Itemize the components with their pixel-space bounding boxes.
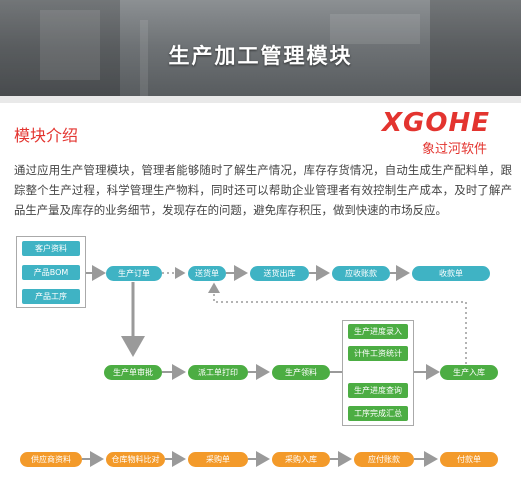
banner-strip [0, 96, 521, 103]
process-flow-diagram: 客户资料 产品BOM 产品工序 生产订单 送货单 送货出库 应收账款 收款单 生… [0, 226, 521, 486]
company-logo: XGOHE [382, 108, 491, 138]
source-product-process: 产品工序 [22, 289, 80, 304]
node-order-approval: 生产单审批 [104, 365, 162, 380]
section-title: 模块介绍 [14, 126, 79, 145]
node-purchase-inbound: 采购入库 [272, 452, 330, 467]
node-progress-query: 生产进度查询 [348, 383, 408, 398]
node-purchase-order: 采购单 [188, 452, 248, 467]
banner-pillar [140, 20, 148, 96]
node-piecework-wage: 计件工资统计 [348, 346, 408, 361]
node-dispatch-print: 派工单打印 [188, 365, 248, 380]
company-name: 象过河软件 [422, 142, 488, 157]
flow-connectors [82, 265, 467, 467]
node-accounts-receivable: 应收账款 [332, 266, 390, 281]
banner-machine-right [330, 14, 420, 44]
node-progress-entry: 生产进度录入 [348, 324, 408, 339]
source-customer-data: 客户资料 [22, 241, 80, 256]
node-payment-note: 付款单 [440, 452, 498, 467]
node-supplier-data: 供应商资料 [20, 452, 82, 467]
node-receipt-note: 收款单 [412, 266, 490, 281]
module-description: 通过应用生产管理模块，管理者能够随时了解生产情况，库存存货情况，自动生成生产配料… [14, 163, 512, 217]
node-production-order: 生产订单 [106, 266, 162, 281]
banner-shade-right [430, 0, 521, 103]
node-stock-comparison: 仓库物料比对 [106, 452, 165, 467]
dotted-warehousing-to-delivery [208, 282, 467, 364]
node-delivery-note: 送货单 [188, 266, 226, 281]
node-process-summary: 工序完成汇总 [348, 406, 408, 421]
banner-machine-left [40, 10, 100, 80]
node-material-picking: 生产领料 [272, 365, 330, 380]
banner: 生产加工管理模块 [0, 0, 521, 103]
source-product-bom: 产品BOM [22, 265, 80, 280]
banner-shade-left [0, 0, 120, 103]
node-delivery-outbound: 送货出库 [250, 266, 309, 281]
node-accounts-payable: 应付账款 [354, 452, 414, 467]
node-production-warehousing: 生产入库 [440, 365, 498, 380]
banner-title: 生产加工管理模块 [168, 44, 353, 68]
